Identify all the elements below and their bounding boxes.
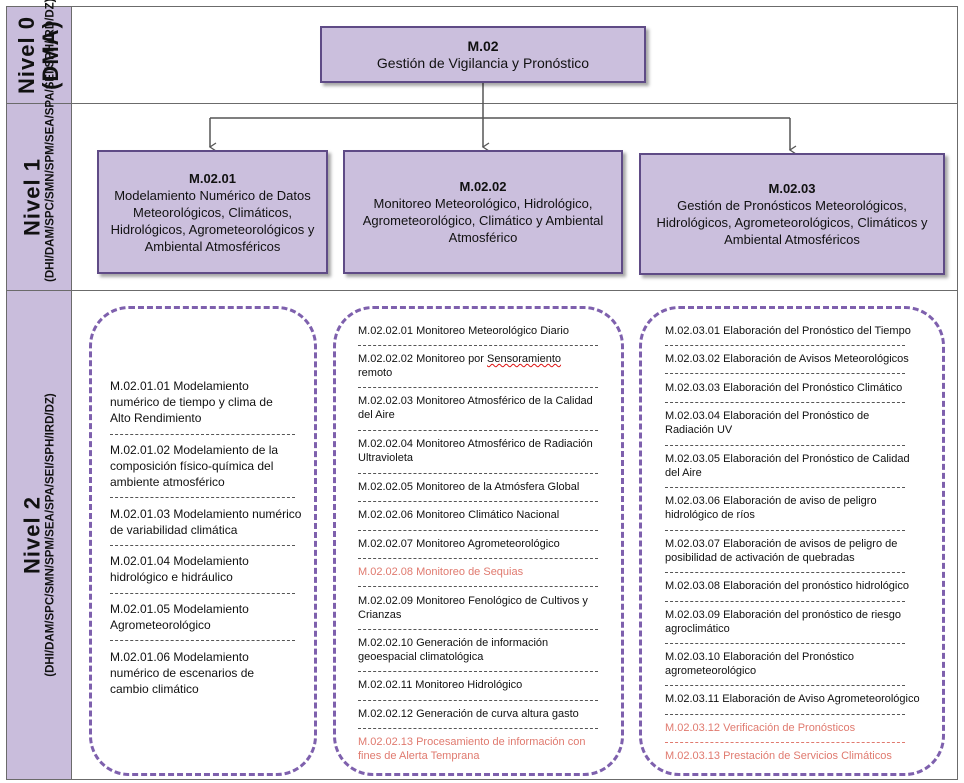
separator <box>358 558 598 559</box>
level2-label: Nivel 2 (DHI/DAM/SPC/SMN/SPM/SEA/SPA/SEI… <box>6 290 72 780</box>
subprocess-item: M.02.02.11 Monitoreo Hidrológico <box>358 679 523 691</box>
subprocess-item: M.02.02.03 Monitoreo Atmosférico de la C… <box>358 395 593 421</box>
process-title: Modelamiento Numérico de Datos Meteoroló… <box>110 187 315 254</box>
separator <box>665 714 905 715</box>
subprocess-item: M.02.03.01 Elaboración del Pronóstico de… <box>665 325 911 337</box>
subprocess-item: M.02.02.02 Monitoreo por Sensoramiento r… <box>358 353 562 379</box>
separator <box>110 497 295 498</box>
subprocess-item: M.02.03.03 Elaboración del Pronóstico Cl… <box>665 382 903 394</box>
separator <box>110 640 295 641</box>
process-title: Monitoreo Meteorológico, Hidrológico, Ag… <box>362 196 604 245</box>
process-code: M.02.02 <box>459 179 507 194</box>
subprocess-item: M.02.03.07 Elaboración de avisos de peli… <box>665 538 898 564</box>
subprocess-group-m0203: M.02.03.01 Elaboración del Pronóstico de… <box>639 306 945 776</box>
subprocess-item: M.02.02.10 Generación de información geo… <box>358 637 549 663</box>
separator <box>358 700 598 701</box>
separator <box>665 643 905 644</box>
root-title: Gestión de Vigilancia y Pronóstico <box>376 54 590 71</box>
subprocess-item-highlighted: M.02.03.12 Verificación de Pronósticos <box>665 722 856 734</box>
root-code: M.02 <box>467 37 499 54</box>
subprocess-item: M.02.01.02 Modelamiento de la composició… <box>110 443 279 489</box>
separator <box>665 601 905 602</box>
separator <box>358 586 598 587</box>
separator <box>665 445 905 446</box>
subprocess-item: M.02.02.04 Monitoreo Atmosférico de Radi… <box>358 438 593 464</box>
subprocess-item: M.02.02.05 Monitoreo de la Atmósfera Glo… <box>358 481 580 493</box>
subprocess-item: M.02.03.09 Elaboración del pronóstico de… <box>665 609 902 635</box>
root-process-box: M.02 Gestión de Vigilancia y Pronóstico <box>320 26 646 83</box>
process-box-m0203: M.02.03 Gestión de Pronósticos Meteoroló… <box>639 153 945 275</box>
separator <box>665 487 905 488</box>
subprocess-item-highlighted: M.02.02.08 Monitoreo de Sequias <box>358 566 524 578</box>
separator <box>358 345 598 346</box>
subprocess-item: M.02.03.04 Elaboración del Pronóstico de… <box>665 410 870 436</box>
subprocess-item-highlighted: M.02.02.13 Procesamiento de información … <box>358 736 586 762</box>
separator <box>110 593 295 594</box>
level2-band <box>6 290 958 780</box>
separator <box>110 545 295 546</box>
subprocess-item: M.02.01.05 Modelamiento Agrometeorológic… <box>110 602 249 632</box>
separator <box>665 373 905 374</box>
subprocess-item: M.02.01.03 Modelamiento numérico de vari… <box>110 507 302 537</box>
separator <box>665 572 905 573</box>
level0-label: Nivel 0 (DMA) <box>6 6 72 104</box>
subprocess-item: M.02.02.01 Monitoreo Meteorológico Diari… <box>358 325 569 337</box>
process-box-m0201: M.02.01 Modelamiento Numérico de Datos M… <box>97 150 328 274</box>
separator <box>110 434 295 435</box>
process-title: Gestión de Pronósticos Meteorológicos, H… <box>656 198 928 247</box>
separator <box>358 728 598 729</box>
level1-label: Nivel 1 (DHI/DAM/SPC/SMN/SPM/SEA/SPA/SEI… <box>6 0 72 291</box>
subprocess-item: M.02.01.01 Modelamiento numérico de tiem… <box>110 379 273 425</box>
separator <box>665 345 905 346</box>
separator <box>358 430 598 431</box>
separator <box>665 685 905 686</box>
process-code: M.02.03 <box>768 181 816 196</box>
separator <box>358 473 598 474</box>
subprocess-item: M.02.02.06 Monitoreo Climático Nacional <box>358 509 560 521</box>
subprocess-item: M.02.02.07 Monitoreo Agrometeorológico <box>358 538 560 550</box>
separator <box>665 530 905 531</box>
separator <box>665 742 905 743</box>
subprocess-item: M.02.03.05 Elaboración del Pronóstico de… <box>665 453 910 479</box>
subprocess-item-highlighted: M.02.03.13 Prestación de Servicios Climá… <box>665 750 892 762</box>
subprocess-group-m0202: M.02.02.01 Monitoreo Meteorológico Diari… <box>333 306 624 776</box>
separator <box>358 629 598 630</box>
subprocess-item: M.02.03.11 Elaboración de Aviso Agromete… <box>665 693 920 705</box>
separator <box>358 387 598 388</box>
subprocess-item: M.02.02.12 Generación de curva altura ga… <box>358 708 579 720</box>
subprocess-item: M.02.03.08 Elaboración del pronóstico hi… <box>665 580 909 592</box>
subprocess-item: M.02.02.09 Monitoreo Fenológico de Culti… <box>358 595 588 621</box>
separator <box>665 402 905 403</box>
subprocess-group-m0201: M.02.01.01 Modelamiento numérico de tiem… <box>89 306 317 776</box>
separator <box>358 530 598 531</box>
subprocess-item: M.02.01.04 Modelamiento hidrológico e hi… <box>110 554 249 584</box>
subprocess-item: M.02.03.02 Elaboración de Avisos Meteoro… <box>665 353 909 365</box>
subprocess-item: M.02.03.10 Elaboración del Pronóstico ag… <box>665 651 854 677</box>
process-code: M.02.01 <box>189 170 236 186</box>
subprocess-item: M.02.03.06 Elaboración de aviso de pelig… <box>665 495 877 521</box>
subprocess-item: M.02.01.06 Modelamiento numérico de esce… <box>110 650 255 696</box>
process-box-m0202: M.02.02 Monitoreo Meteorológico, Hidroló… <box>343 150 623 274</box>
separator <box>358 501 598 502</box>
separator <box>358 671 598 672</box>
